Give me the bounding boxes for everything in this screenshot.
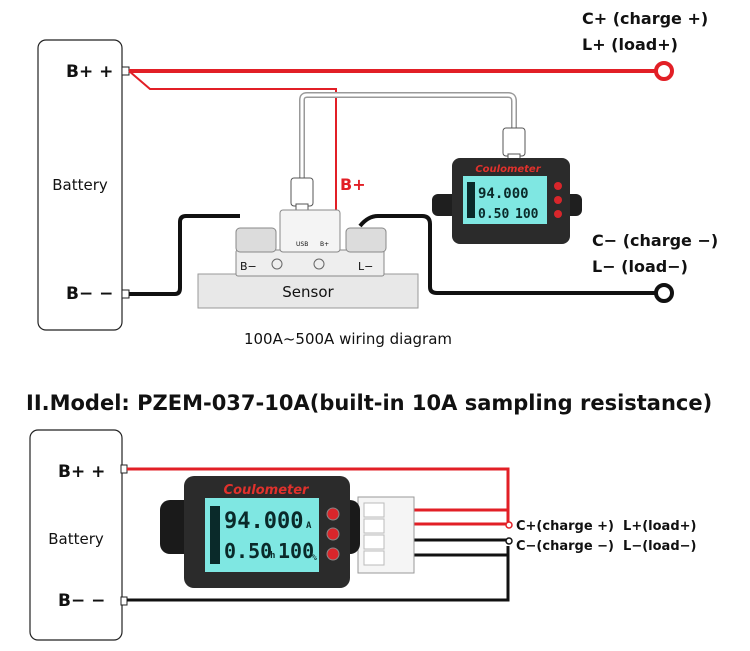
sensor-bplus-mark: B+ (320, 241, 329, 248)
meter-bottom-line1-unit: A (306, 521, 312, 531)
usb-plug-sensor (290, 177, 314, 207)
bottom-out-minus (505, 537, 513, 545)
battery-bminus-label-bottom: B− − (58, 591, 105, 611)
meter-bottom-brand: Coulometer (224, 483, 311, 498)
sensor-usb-mark: USB (296, 241, 308, 248)
meter-bottom-line2-unit: % (312, 553, 317, 562)
battery-label-top: Battery (52, 176, 108, 194)
charge-plus-label: C+ (charge +) (582, 9, 708, 28)
battery-bplus-label-top: B+ + (66, 62, 113, 82)
top-caption: 100A~500A wiring diagram (244, 330, 452, 348)
output-plus-terminal (654, 61, 674, 81)
sensor-lminus-term: L− (358, 260, 373, 273)
section-title: II.Model: PZEM-037-10A(built-in 10A samp… (26, 391, 712, 415)
meter-top-brand: Coulometer (475, 164, 541, 175)
meter-bottom-lcd (205, 498, 319, 572)
sensor-base (197, 273, 419, 309)
sensor-bplus-wire (128, 70, 337, 225)
meter-bottom (160, 476, 360, 588)
meter-top-line1: 94.000 (478, 186, 529, 202)
meter-bottom-line2b: 100 (278, 539, 314, 563)
sensor-label: Sensor (282, 283, 334, 301)
bplus-wire-label: B+ (340, 175, 366, 194)
negative-wire-battery (129, 214, 240, 296)
bottom-out-plus (505, 521, 513, 529)
meter-top-lcd (463, 176, 547, 224)
battery-label-bottom: Battery (48, 530, 104, 548)
bottom-row1: C+(charge +) L+(load+) (516, 519, 696, 534)
battery-box-top (37, 39, 123, 331)
negative-wire-load (358, 214, 656, 295)
load-plus-label: L+ (load+) (582, 35, 678, 54)
battery-terminal-minus-top (121, 289, 130, 299)
load-minus-label: L− (load−) (592, 257, 688, 276)
meter-top-line2b: 100 (515, 207, 539, 222)
meter-top (432, 158, 582, 244)
battery-box-bottom (29, 429, 123, 641)
charge-minus-label: C− (charge −) (592, 231, 718, 250)
meter-top-line2: 0.50 (478, 207, 509, 222)
meter-bottom-line1: 94.000 (224, 509, 303, 534)
sensor-bminus-term: B− (240, 260, 257, 273)
wire-connector (357, 496, 415, 574)
positive-wire-bottom (127, 467, 510, 524)
meter-bottom-line2: 0.50 (224, 539, 272, 563)
output-minus-terminal (654, 283, 674, 303)
battery-bplus-label-bottom: B+ + (58, 462, 105, 482)
meter-bottom-line2-mid: h (270, 551, 275, 561)
battery-terminal-plus-top (121, 66, 130, 76)
bottom-row2: C−(charge −) L−(load−) (516, 539, 696, 554)
negative-wire-bottom (127, 546, 510, 602)
battery-bminus-label-top: B− − (66, 284, 113, 304)
usb-plug-meter (502, 127, 526, 157)
sensor-body (235, 209, 387, 277)
